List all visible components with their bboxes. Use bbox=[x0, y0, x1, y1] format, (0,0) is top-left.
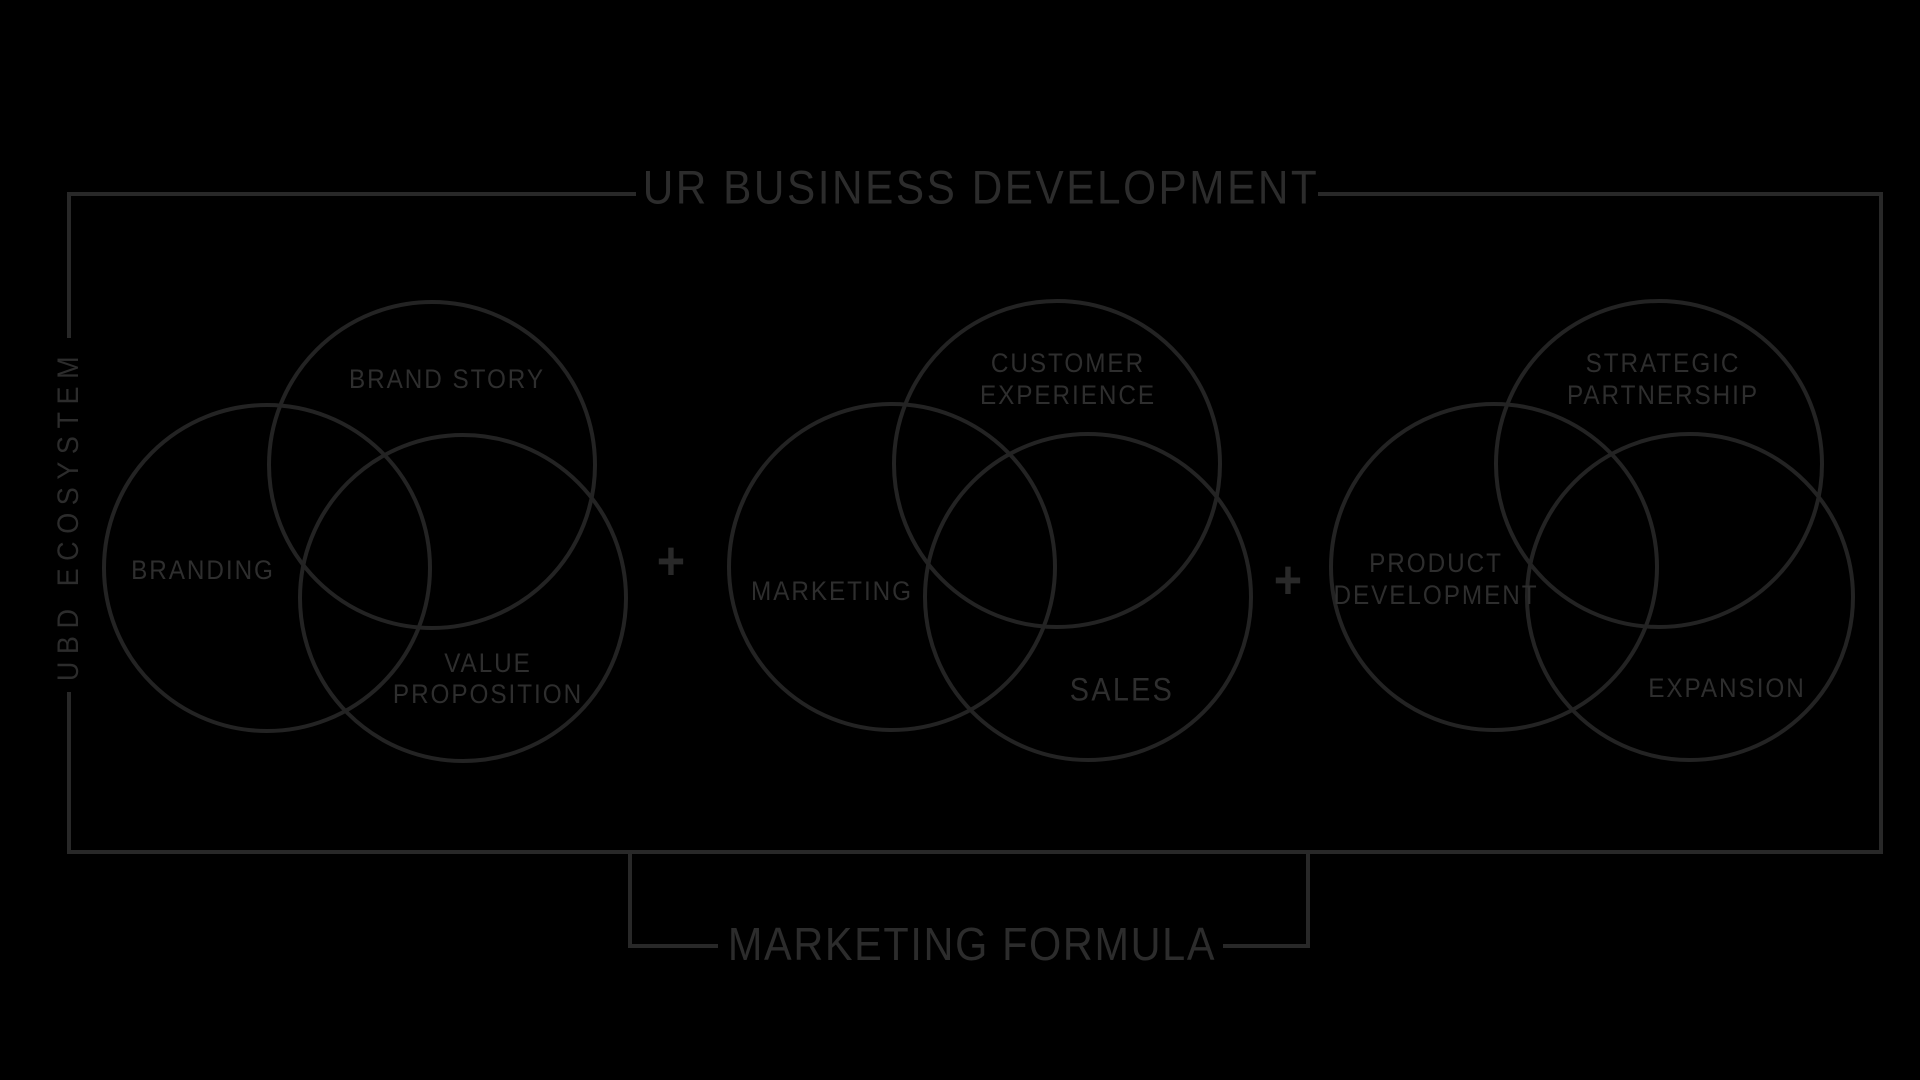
label-line: BRANDING bbox=[131, 555, 275, 585]
plus-operator-left: + bbox=[656, 531, 686, 591]
circle-value-proposition bbox=[298, 433, 628, 763]
circle-marketing bbox=[727, 402, 1057, 732]
label-line: CUSTOMER bbox=[990, 348, 1146, 378]
label-line: STRATEGIC bbox=[1585, 348, 1741, 378]
circle-customer-experience bbox=[892, 299, 1222, 629]
circle-product-development bbox=[1329, 402, 1659, 732]
circle-expansion bbox=[1525, 432, 1855, 762]
label-line: BRAND STORY bbox=[348, 364, 546, 394]
label-branding: BRANDING bbox=[131, 554, 275, 586]
plus-operator-right: + bbox=[1273, 550, 1303, 610]
label-strategic-partnership: STRATEGIC PARTNERSHIP bbox=[1567, 347, 1759, 411]
footer-bracket-right bbox=[1223, 852, 1310, 948]
label-marketing: MARKETING bbox=[751, 575, 913, 607]
label-line: PRODUCT bbox=[1369, 548, 1503, 578]
label-expansion: EXPANSION bbox=[1648, 672, 1805, 704]
circle-brand-story bbox=[267, 300, 597, 630]
label-sales: SALES bbox=[1069, 671, 1175, 708]
circle-branding bbox=[102, 403, 432, 733]
label-product-development: PRODUCT DEVELOPMENT bbox=[1333, 547, 1538, 611]
label-line: PARTNERSHIP bbox=[1567, 380, 1759, 410]
page-title: UR BUSINESS DEVELOPMENT bbox=[642, 160, 1320, 214]
label-customer-experience: CUSTOMER EXPERIENCE bbox=[980, 347, 1156, 411]
label-line: MARKETING bbox=[751, 576, 913, 606]
label-value-proposition: VALUE PROPOSITION bbox=[393, 648, 583, 710]
label-line: EXPANSION bbox=[1648, 673, 1806, 703]
label-line: EXPERIENCE bbox=[979, 380, 1157, 410]
circle-sales bbox=[923, 432, 1253, 762]
frame-top-left-segment bbox=[67, 192, 636, 338]
footer-bracket-left bbox=[628, 852, 718, 948]
ecosystem-side-label: UBD ECOSYSTEM bbox=[52, 348, 85, 682]
label-line: DEVELOPMENT bbox=[1333, 580, 1539, 610]
label-line: VALUE bbox=[444, 648, 532, 678]
frame-right-bottom-segment bbox=[67, 192, 1883, 854]
label-line: PROPOSITION bbox=[392, 679, 584, 709]
marketing-formula-label: MARKETING FORMULA bbox=[727, 918, 1217, 970]
label-brand-story: BRAND STORY bbox=[349, 363, 545, 395]
circle-strategic-partnership bbox=[1494, 299, 1824, 629]
